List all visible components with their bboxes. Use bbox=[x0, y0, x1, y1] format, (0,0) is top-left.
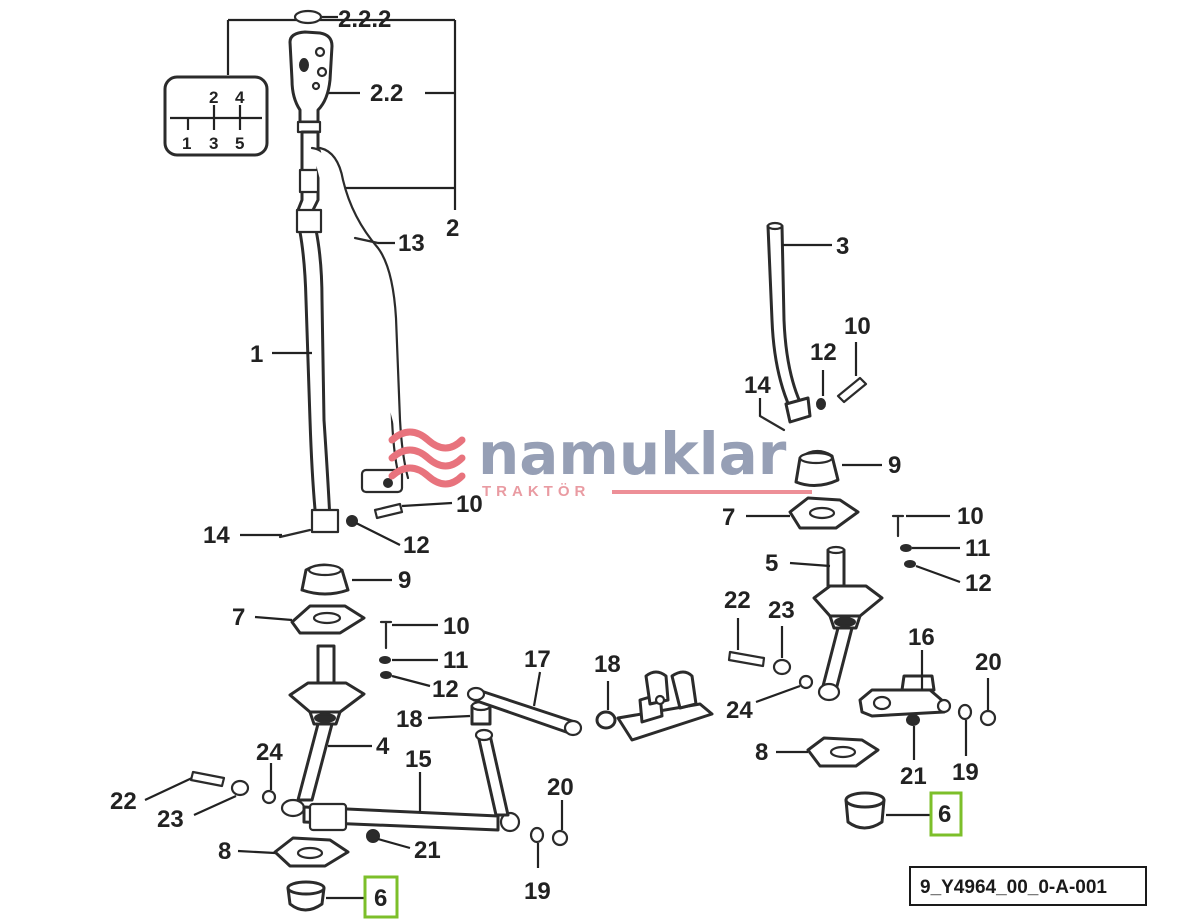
callout-label: 10 bbox=[456, 491, 483, 518]
callout-label: 10 bbox=[957, 503, 984, 530]
callout-label: 19 bbox=[952, 759, 979, 786]
callout-label: 24 bbox=[256, 739, 283, 766]
callout-label: 11 bbox=[965, 535, 990, 562]
callout-label: 20 bbox=[975, 649, 1002, 676]
callout-label: 16 bbox=[908, 624, 935, 651]
callout-label: 21 bbox=[414, 837, 441, 864]
watermark: namuklar TRAKTÖR bbox=[388, 420, 812, 500]
callout-label: 22 bbox=[110, 788, 137, 815]
callout-label: 5 bbox=[765, 550, 778, 577]
callout-label: 18 bbox=[594, 651, 621, 678]
callout-label: 1 bbox=[250, 341, 263, 368]
gear-number: 2 bbox=[209, 88, 218, 107]
wave-logo-icon bbox=[388, 428, 466, 488]
reference-code: 9_Y4964_00_0-A-001 bbox=[920, 877, 1107, 898]
callout-label: 2 bbox=[446, 215, 459, 242]
callout-label: 12 bbox=[432, 676, 459, 703]
linkage-rod bbox=[302, 772, 521, 833]
callout-label: 18 bbox=[396, 706, 423, 733]
gear-lever bbox=[295, 130, 340, 534]
callout-label: 14 bbox=[203, 522, 230, 549]
gear-number: 4 bbox=[235, 88, 245, 107]
callout-label: 15 bbox=[405, 746, 432, 773]
center-bracket bbox=[595, 670, 714, 742]
pivot-housing bbox=[280, 644, 372, 818]
callout-label: 9 bbox=[398, 567, 411, 594]
callout-label: 11 bbox=[443, 647, 468, 674]
callout-label: 8 bbox=[755, 739, 768, 766]
callout-label: 3 bbox=[836, 233, 849, 260]
gear-number: 3 bbox=[209, 134, 218, 153]
callout-label: 12 bbox=[810, 339, 837, 366]
callout-label: 12 bbox=[965, 570, 992, 597]
callout-label: 9 bbox=[888, 452, 901, 479]
upper-lever bbox=[766, 221, 832, 424]
watermark-brand: namuklar bbox=[478, 420, 787, 488]
callout-label: 23 bbox=[768, 597, 795, 624]
callout-label: 14 bbox=[744, 372, 771, 399]
callout-label: 17 bbox=[524, 646, 551, 673]
callout-label: 4 bbox=[376, 733, 390, 760]
callout-label: 10 bbox=[844, 313, 871, 340]
gear-number: 5 bbox=[235, 134, 244, 153]
watermark-subtitle: TRAKTÖR bbox=[482, 483, 590, 500]
shift-fork bbox=[858, 650, 952, 718]
callout-label: 6 bbox=[938, 801, 951, 828]
bracket-group-2 bbox=[226, 18, 457, 210]
callout-label: 13 bbox=[398, 230, 425, 257]
reference-code-box: 9_Y4964_00_0-A-001 bbox=[909, 866, 1147, 906]
gear-number: 1 bbox=[182, 134, 191, 153]
rubber-boot bbox=[300, 563, 392, 596]
highlight-box-part-6 bbox=[929, 791, 963, 837]
callout-label: 2.2.2 bbox=[338, 6, 391, 33]
callout-label: 21 bbox=[900, 763, 927, 790]
knob-cap bbox=[293, 9, 323, 25]
shift-pattern-frame bbox=[163, 75, 269, 157]
callout-label: 23 bbox=[157, 806, 184, 833]
callout-label: 6 bbox=[374, 885, 387, 912]
callout-label: 24 bbox=[726, 697, 753, 724]
callout-label: 10 bbox=[443, 613, 470, 640]
pivot-housing-right bbox=[789, 545, 884, 702]
highlight-box-part-6 bbox=[363, 875, 399, 919]
callout-label: 2.2 bbox=[370, 80, 403, 107]
shift-pattern-diagram: 2 4 1 3 5 bbox=[163, 75, 269, 157]
callout-label: 12 bbox=[403, 532, 430, 559]
mount-plate bbox=[254, 604, 366, 635]
callout-label: 8 bbox=[218, 838, 231, 865]
callout-label: 19 bbox=[524, 878, 551, 905]
callout-label: 7 bbox=[232, 604, 245, 631]
callout-label: 22 bbox=[724, 587, 751, 614]
callout-label: 7 bbox=[722, 504, 735, 531]
callout-label: 20 bbox=[547, 774, 574, 801]
shift-knob bbox=[288, 30, 334, 134]
